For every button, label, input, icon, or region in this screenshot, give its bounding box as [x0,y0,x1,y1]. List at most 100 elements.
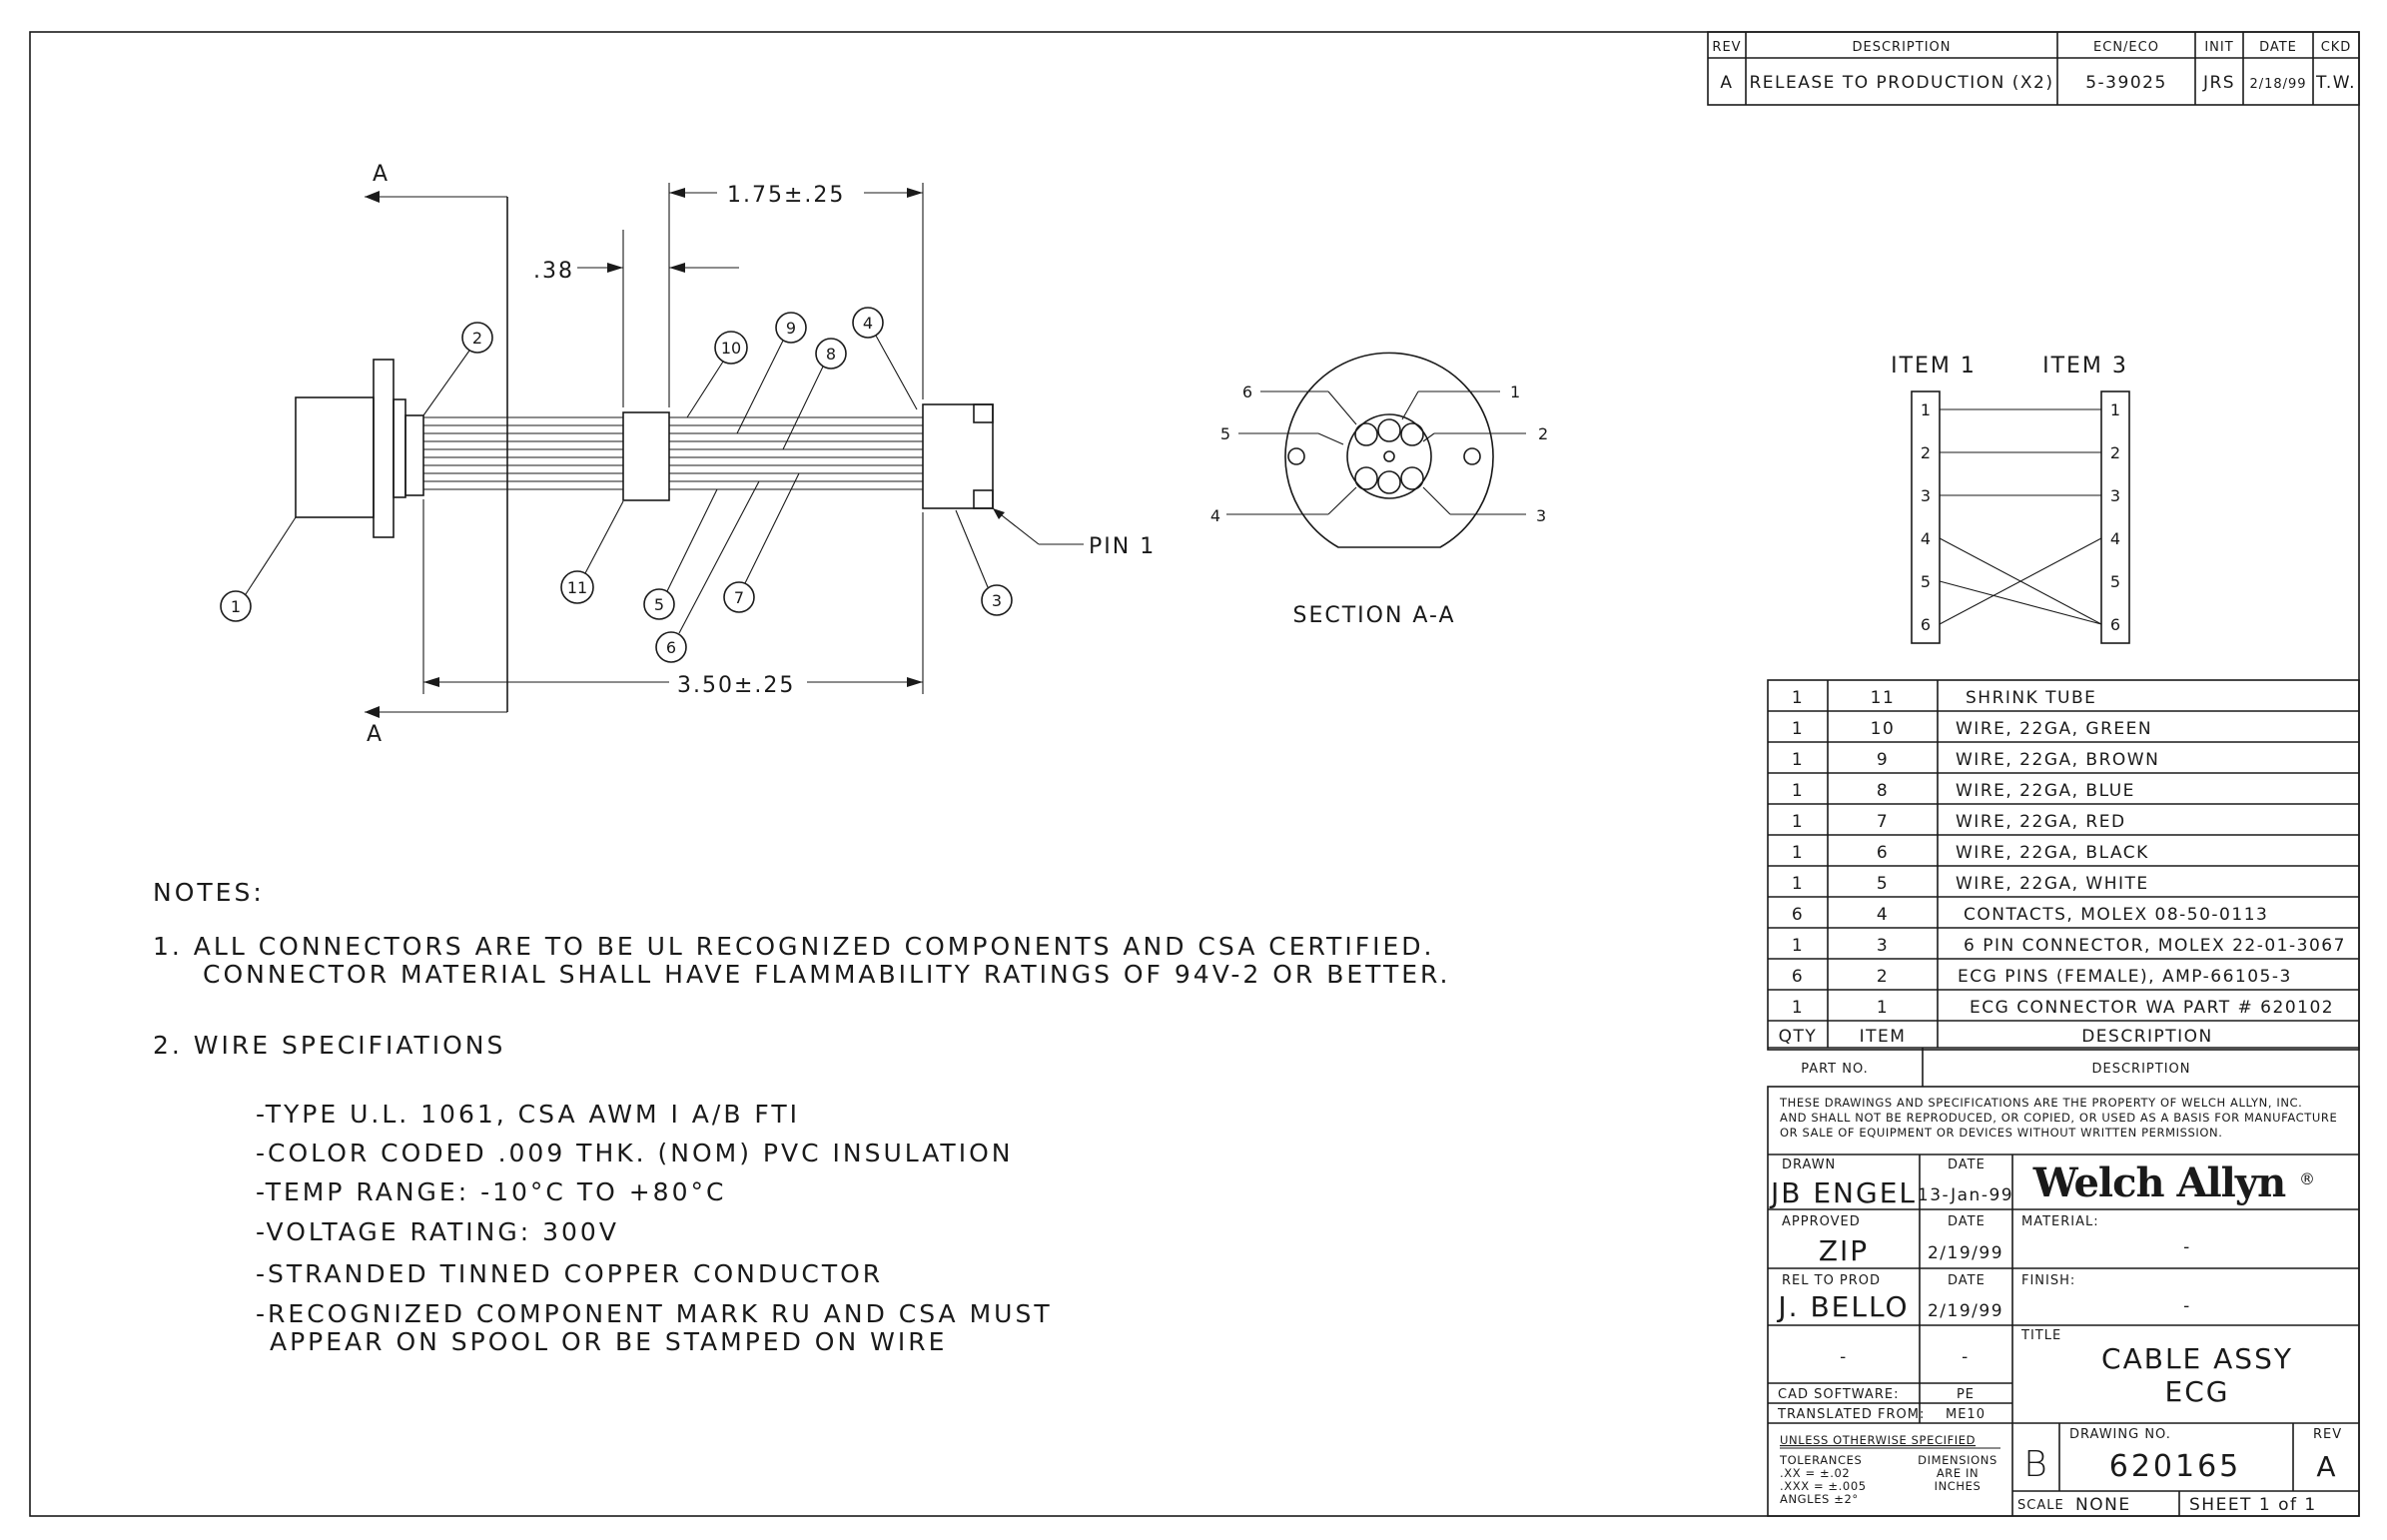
drawing-no-label: DRAWING NO. [2069,1427,2171,1442]
drawn-date: 13-Jan-99 [1918,1185,2013,1205]
svg-text:6: 6 [1877,843,1889,863]
section-marker-bottom: A [367,722,384,747]
drawing-title-line-2: ECG [2165,1375,2230,1408]
wiring-left-pin-5: 5 [1921,572,1931,591]
svg-text:11: 11 [567,578,587,597]
molex-connector [922,403,994,509]
balloon-6: 6 [655,480,760,663]
welch-allyn-logo: Welch Allyn [2032,1159,2286,1206]
tolerance-heading: UNLESS OTHERWISE SPECIFIED [1780,1433,1976,1447]
svg-text:1: 1 [231,597,241,616]
svg-text:SHRINK TUBE: SHRINK TUBE [1966,688,2096,708]
tolerance-line-4: ANGLES ±2° [1780,1492,1859,1506]
wiring-diagram: ITEM 1 ITEM 3 1 2 3 4 5 6 1 2 3 4 5 6 [1891,354,2130,644]
wiring-left-pin-6: 6 [1921,615,1931,634]
blank-value-1: - [1840,1347,1848,1367]
bom-row: 1 7 WIRE, 22GA, RED [1792,812,2124,832]
section-marker-top: A [373,162,390,187]
svg-text:7: 7 [1877,812,1889,832]
dimensions-line-3: INCHES [1935,1479,1982,1493]
balloon-7: 7 [723,472,800,613]
translated-from-value: ME10 [1946,1407,1986,1422]
rel-to-prod-label: REL TO PROD [1782,1273,1881,1288]
material-value: - [2183,1237,2191,1257]
rev-header-rev: REV [1712,40,1741,55]
bom-header-part-no: PART NO. [1801,1062,1869,1077]
spec-mark-2: APPEAR ON SPOOL OR BE STAMPED ON WIRE [270,1327,947,1356]
svg-text:1: 1 [1792,998,1804,1018]
svg-text:8: 8 [1877,781,1889,801]
rev-header-init: INIT [2204,40,2233,55]
balloon-9: 9 [736,312,807,434]
proprietary-line-1: THESE DRAWINGS AND SPECIFICATIONS ARE TH… [1779,1096,2302,1110]
svg-text:6 PIN CONNECTOR, MOLEX 22-01-3: 6 PIN CONNECTOR, MOLEX 22-01-3067 [1964,936,2346,956]
rel-to-prod-by: J. BELLO [1776,1290,1909,1323]
section-caption: SECTION A-A [1293,603,1456,628]
bom-row: 1 3 6 PIN CONNECTOR, MOLEX 22-01-3067 [1792,936,2346,956]
svg-text:2: 2 [472,329,482,348]
svg-text:10: 10 [721,339,741,358]
sheet-size: B [2023,1444,2047,1485]
bom-header-description: DESCRIPTION [2081,1027,2213,1047]
svg-text:4: 4 [1877,905,1889,925]
balloon-8: 8 [782,338,847,450]
svg-text:1: 1 [1792,936,1804,956]
cad-software-label: CAD SOFTWARE: [1778,1387,1899,1402]
balloon-1: 1 [220,516,297,622]
pin-1-label: PIN 1 [1089,534,1156,559]
bom-row: 1 1 ECG CONNECTOR WA PART # 620102 [1792,998,2333,1018]
svg-text:3: 3 [1877,936,1889,956]
balloon-3: 3 [955,509,1013,616]
wiring-right-header: ITEM 3 [2042,354,2128,379]
spec-mark-1: -RECOGNIZED COMPONENT MARK RU AND CSA MU… [256,1299,1053,1328]
note-1-line-1: 1. ALL CONNECTORS ARE TO BE UL RECOGNIZE… [153,932,1434,961]
proprietary-line-2: AND SHALL NOT BE REPRODUCED, OR COPIED, … [1780,1111,2337,1125]
balloon-5: 5 [643,488,718,620]
svg-text:ECG PINS (FEMALE), AMP-66105-3: ECG PINS (FEMALE), AMP-66105-3 [1958,967,2292,987]
section-pin-4: 4 [1210,506,1220,525]
approved-by: ZIP [1819,1234,1869,1267]
tolerance-line-1: TOLERANCES [1779,1453,1862,1467]
ecg-connector-flange [373,359,395,538]
bom-row: 1 5 WIRE, 22GA, WHITE [1792,874,2147,894]
bom-row: 6 4 CONTACTS, MOLEX 08-50-0113 [1792,905,2268,925]
svg-text:4: 4 [863,314,873,333]
bom-row: 1 11 SHRINK TUBE [1792,688,2096,708]
spec-type: -TYPE U.L. 1061, CSA AWM I A/B FTI [256,1100,800,1129]
notes-block: NOTES: 1. ALL CONNECTORS ARE TO BE UL RE… [153,878,1447,1356]
rev-header-ecn: ECN/ECO [2093,40,2159,55]
drawing-title-line-1: CABLE ASSY [2101,1342,2293,1375]
drawn-date-label: DATE [1948,1157,1986,1172]
wiring-left-pin-3: 3 [1921,486,1931,505]
rev-label: REV [2313,1427,2342,1442]
sheet-border [29,31,2360,1517]
rev-header-description: DESCRIPTION [1853,40,1952,55]
approved-label: APPROVED [1782,1214,1861,1229]
svg-text:11: 11 [1871,688,1896,708]
approved-date-label: DATE [1948,1214,1986,1229]
approved-date: 2/19/99 [1928,1243,2003,1263]
ecg-connector-body [295,396,375,518]
svg-text:WIRE, 22GA, BROWN: WIRE, 22GA, BROWN [1956,750,2159,770]
svg-text:WIRE, 22GA, BLUE: WIRE, 22GA, BLUE [1956,781,2135,801]
svg-text:CONTACTS, MOLEX 08-50-0113: CONTACTS, MOLEX 08-50-0113 [1964,905,2268,925]
balloon-2: 2 [422,322,493,416]
sheet-number: SHEET 1 of 1 [2189,1495,2317,1515]
bom-row: 1 9 WIRE, 22GA, BROWN [1792,750,2159,770]
bom-table: 1 11 SHRINK TUBE 1 10 WIRE, 22GA, GREEN … [1767,679,2360,1087]
rev-row-ecn: 5-39025 [2085,73,2167,93]
rev-row-description: RELEASE TO PRODUCTION (X2) [1750,73,2054,93]
title-block: THESE DRAWINGS AND SPECIFICATIONS ARE TH… [1767,1086,2360,1517]
section-pin-5: 5 [1220,424,1230,443]
spec-voltage: -VOLTAGE RATING: 300V [256,1217,619,1246]
rev-row-ckd: T.W. [2315,73,2356,93]
svg-text:2: 2 [1877,967,1889,987]
side-view: A A [220,162,1156,747]
svg-text:6: 6 [1792,967,1804,987]
svg-text:1: 1 [1877,998,1889,1018]
section-pin-1: 1 [1510,383,1520,401]
finish-label: FINISH: [2021,1273,2075,1288]
wiring-left-pin-1: 1 [1921,400,1931,419]
balloon-4: 4 [852,307,918,410]
section-pin-3: 3 [1536,506,1546,525]
